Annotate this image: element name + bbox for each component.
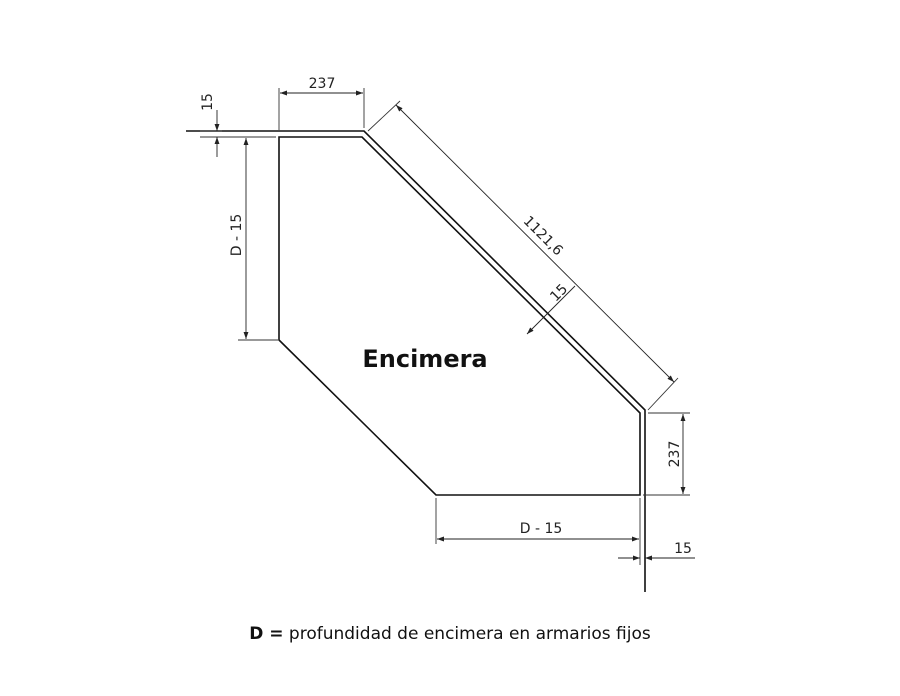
label-diagonal-thickness-15: 15: [547, 281, 571, 305]
label-diagonal-1121: 1121,6: [520, 213, 566, 259]
footnote-text: profundidad de encimera en armarios fijo…: [283, 624, 651, 644]
label-right-thickness-15: 15: [674, 541, 692, 557]
label-left-side-d15: D - 15: [229, 214, 245, 257]
extension-lines: [200, 88, 690, 565]
countertop-label: Encimera: [362, 345, 487, 373]
dim-line-diagonal-1121: [395, 104, 675, 383]
countertop-shape: [278, 136, 641, 496]
label-top-edge-237: 237: [309, 76, 336, 92]
dim-line-diagonal-15: [526, 285, 576, 335]
label-top-thickness-15: 15: [200, 93, 216, 111]
footnote: D = profundidad de encimera en armarios …: [0, 624, 900, 644]
footnote-key: D =: [249, 624, 284, 644]
label-right-edge-237: 237: [667, 441, 683, 468]
label-bottom-side-d15: D - 15: [520, 521, 563, 537]
dimension-lines: [214, 90, 695, 561]
